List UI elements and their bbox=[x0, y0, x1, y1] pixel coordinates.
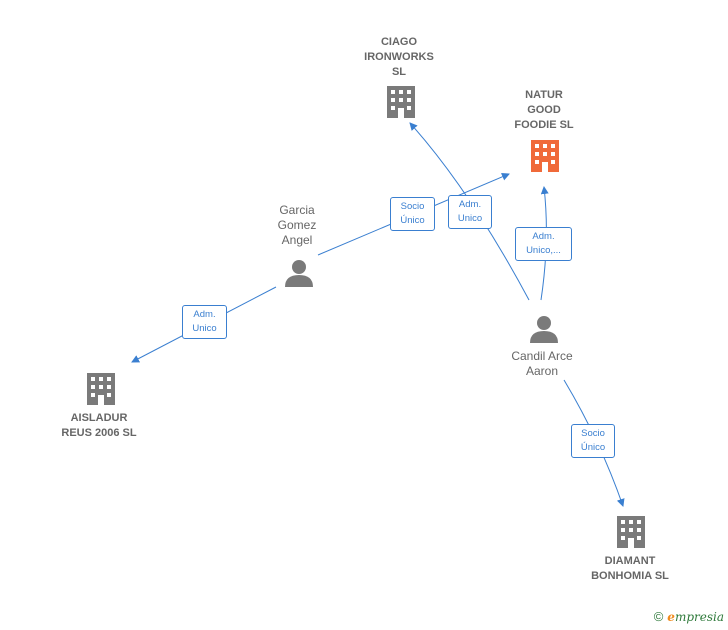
person-label-garcia[interactable]: Garcia Gomez Angel bbox=[277, 203, 317, 247]
brand-footer: © empresia bbox=[654, 609, 724, 624]
person-label-candil[interactable]: Candil Arce Aaron bbox=[511, 349, 573, 378]
building-icon[interactable] bbox=[387, 86, 415, 118]
building-icon[interactable] bbox=[617, 516, 645, 548]
edge-label-adm-unico[interactable]: Adm. Unico bbox=[182, 305, 227, 339]
edge-label-adm-unico[interactable]: Adm. Unico bbox=[448, 195, 492, 229]
company-label-ciago[interactable]: CIAGO IRONWORKS SL bbox=[364, 36, 434, 78]
company-label-natur[interactable]: NATUR GOOD FOODIE SL bbox=[514, 89, 574, 131]
person-icon[interactable] bbox=[530, 316, 558, 343]
person-icon[interactable] bbox=[285, 260, 313, 287]
building-icon[interactable] bbox=[87, 373, 115, 405]
edge-label-socio-unico[interactable]: Socio Único bbox=[390, 197, 435, 231]
company-label-aisladur[interactable]: AISLADUR REUS 2006 SL bbox=[61, 412, 137, 439]
copyright-icon: © bbox=[653, 609, 664, 624]
brand-logo: empresia bbox=[667, 609, 724, 624]
company-label-diamant[interactable]: DIAMANT BONHOMIA SL bbox=[591, 555, 669, 582]
edge-label-adm-unico-multi[interactable]: Adm. Unico,... bbox=[515, 227, 572, 261]
building-icon[interactable] bbox=[531, 140, 559, 172]
edge-label-socio-unico[interactable]: Socio Único bbox=[571, 424, 615, 458]
